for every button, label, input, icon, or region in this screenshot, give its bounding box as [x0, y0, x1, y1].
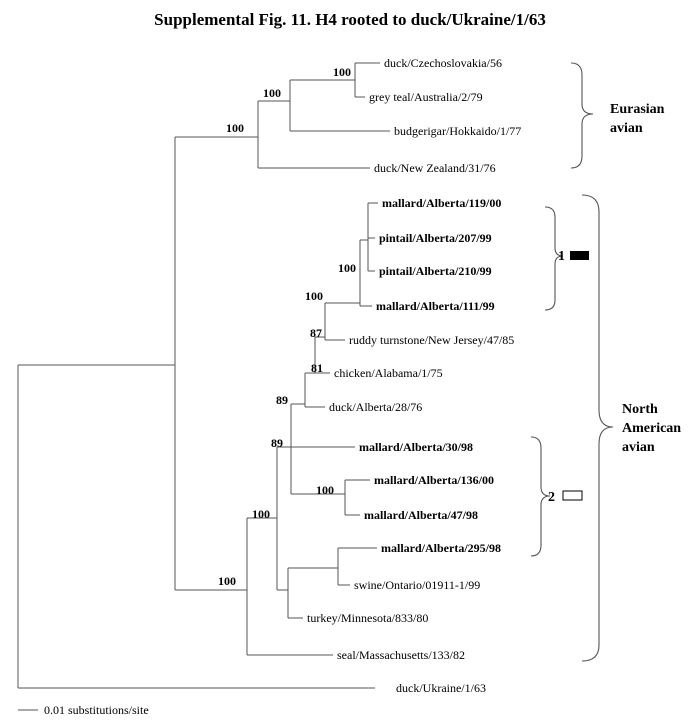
leaf-label: mallard/Alberta/111/99 [376, 299, 495, 313]
scale-bar-label: 0.01 substitutions/site [44, 703, 149, 717]
leaf-labels: duck/Czechoslovakia/56 grey teal/Austral… [307, 56, 521, 695]
eurasian-brace [570, 62, 594, 169]
eurasian-avian-label: avian [610, 121, 643, 136]
tree-branches [17, 62, 390, 689]
north-american-avian-label: North [622, 402, 658, 417]
cluster-2-brace [530, 436, 551, 557]
cluster-2-label: 2 [548, 490, 555, 505]
bootstrap-label: 100 [338, 261, 356, 275]
bootstrap-label: 100 [226, 121, 244, 135]
leaf-label: mallard/Alberta/295/98 [381, 541, 501, 555]
cluster-1-label: 1 [558, 249, 565, 264]
bootstrap-label: 100 [333, 65, 351, 79]
leaf-label: budgerigar/Hokkaido/1/77 [394, 124, 521, 138]
bootstrap-label: 81 [311, 361, 323, 375]
cluster-1-filled-box [570, 251, 589, 260]
bootstrap-label: 100 [305, 289, 323, 303]
leaf-label: duck/Czechoslovakia/56 [384, 56, 502, 70]
north-american-avian-label: American [622, 421, 681, 436]
leaf-label: ruddy turnstone/New Jersey/47/85 [349, 333, 514, 347]
bootstrap-label: 100 [316, 483, 334, 497]
leaf-label: mallard/Alberta/136/00 [374, 473, 494, 487]
bootstrap-values: 100 100 100 100 100 87 81 89 89 100 100 … [218, 65, 356, 588]
leaf-label: duck/Alberta/28/76 [329, 400, 422, 414]
north-american-avian-label: avian [622, 440, 655, 455]
leaf-label: mallard/Alberta/30/98 [359, 440, 473, 454]
leaf-label: mallard/Alberta/47/98 [364, 508, 478, 522]
bootstrap-label: 89 [271, 436, 283, 450]
eurasian-avian-label: Eurasian [610, 102, 665, 117]
leaf-label: seal/Massachusetts/133/82 [337, 648, 465, 662]
bootstrap-label: 87 [310, 326, 322, 340]
cluster-1-brace [544, 206, 564, 311]
leaf-label: turkey/Minnesota/833/80 [307, 611, 428, 625]
bootstrap-label: 100 [252, 507, 270, 521]
page-title: Supplemental Fig. 11. H4 rooted to duck/… [154, 10, 546, 29]
leaf-label: pintail/Alberta/210/99 [379, 264, 492, 278]
north-american-brace [581, 194, 614, 662]
bootstrap-label: 100 [263, 86, 281, 100]
leaf-label: pintail/Alberta/207/99 [379, 231, 492, 245]
leaf-label: swine/Ontario/01911-1/99 [354, 578, 480, 592]
bootstrap-label: 89 [276, 393, 288, 407]
leaf-label: duck/Ukraine/1/63 [396, 681, 486, 695]
leaf-label: chicken/Alabama/1/75 [334, 366, 443, 380]
bootstrap-label: 100 [218, 574, 236, 588]
leaf-label: mallard/Alberta/119/00 [382, 196, 501, 210]
cluster-2-open-box [562, 490, 583, 501]
leaf-label: duck/New Zealand/31/76 [374, 161, 496, 175]
leaf-label: grey teal/Australia/2/79 [369, 90, 483, 104]
